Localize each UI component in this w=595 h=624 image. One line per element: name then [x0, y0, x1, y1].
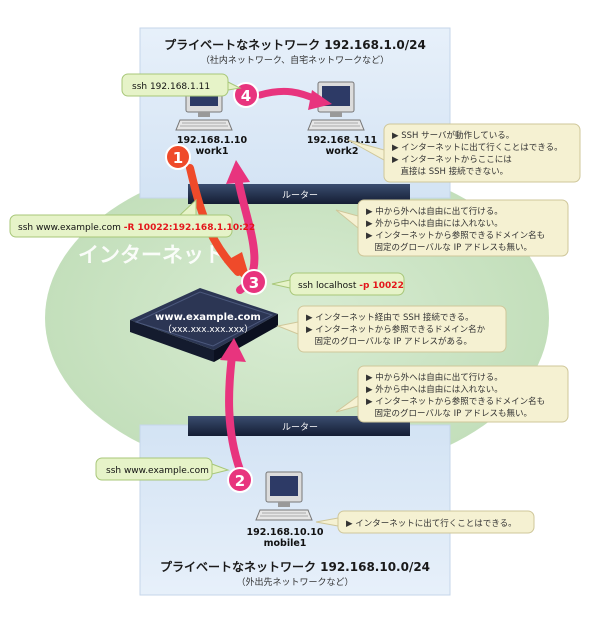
- work2-name: work2: [326, 146, 359, 157]
- cmd-ssh-tunnel-option: -R 10022:192.168.1.10:22: [124, 223, 255, 233]
- note-router-top-line-3: ▶ インターネットから参照できるドメイン名も: [366, 230, 545, 241]
- step-2-badge: 2: [227, 467, 253, 493]
- router-top-label: ルーター: [282, 190, 318, 201]
- note-work2-line-4: 直接は SSH 接続できない。: [392, 166, 508, 177]
- note-router-bottom-line-3: ▶ インターネットから参照できるドメイン名も: [366, 396, 545, 407]
- note-router-bottom: ▶ 中から外へは自由に出て行ける。 ▶ 外から中へは自由には入れない。 ▶ イン…: [335, 365, 569, 423]
- step4-arrow: [256, 87, 332, 110]
- note-work2-line-3: ▶ インターネットからここには: [392, 155, 512, 165]
- bottom-network-title: プライベートなネットワーク 192.168.10.0/24: [160, 559, 430, 574]
- mobile1-ip: 192.168.10.10: [247, 527, 324, 538]
- note-work2-line-1: ▶ SSH サーバが動作している。: [392, 130, 514, 141]
- step-3-label: 3: [249, 274, 259, 292]
- cmd-ssh-mobile: ssh www.example.com: [106, 466, 209, 476]
- svg-text:▶ SSH サーバが動作している。 ▶ インター: ▶ SSH サーバが動作している。 ▶ インターネットに出て行くことはできる。 …: [392, 130, 565, 177]
- note-server-line-3: 固定のグローバルな IP アドレスがある。: [306, 336, 472, 347]
- work2-ip: 192.168.1.11: [307, 135, 377, 146]
- computer-mobile1-icon: [255, 471, 313, 521]
- top-network-title: プライベートなネットワーク 192.168.1.0/24: [164, 37, 426, 52]
- cmd-ssh-tunnel-bubble: ssh www.example.com -R 10022:192.168.1.1…: [9, 198, 255, 238]
- cmd-ssh-local-prefix: ssh localhost: [298, 281, 359, 291]
- note-router-top: ▶ 中から外へは自由に出て行ける。 ▶ 外から中へは自由には入れない。 ▶ イン…: [335, 199, 569, 257]
- router-bottom: ルーター: [188, 416, 410, 436]
- top-network-subtitle: （社内ネットワーク、自宅ネットワークなど）: [201, 54, 389, 66]
- step-1-badge: 1: [165, 144, 191, 170]
- note-mobile: ▶ インターネットに出て行くことはできる。: [315, 510, 535, 534]
- step-4-badge: 4: [233, 82, 259, 108]
- cmd-ssh-tunnel-text: ssh www.example.com -R 10022:192.168.1.1…: [18, 223, 255, 233]
- bottom-network-subtitle: （外出先ネットワークなど）: [236, 576, 353, 588]
- svg-text:▶ 中から外へは自由に出て行ける。 ▶ 外から中: ▶ 中から外へは自由に出て行ける。 ▶ 外から中へは自由には入れない。 ▶ イン…: [366, 372, 548, 419]
- internet-label: インターネット: [78, 243, 225, 267]
- note-router-bottom-line-1: ▶ 中から外へは自由に出て行ける。: [366, 372, 503, 383]
- note-router-bottom-line-4: 固定のグローバルな IP アドレスも無い。: [366, 408, 532, 419]
- note-mobile-line-1: ▶ インターネットに出て行くことはできる。: [346, 518, 517, 529]
- work1-ip: 192.168.1.10: [177, 135, 248, 146]
- cmd-ssh-work2: ssh 192.168.1.11: [132, 82, 210, 92]
- step-1-label: 1: [173, 149, 183, 167]
- note-server: ▶ インターネット経由で SSH 接続できる。 ▶ インターネットから参照できる…: [276, 305, 507, 353]
- note-router-top-line-4: 固定のグローバルな IP アドレスも無い。: [366, 242, 532, 253]
- note-work2-line-2: ▶ インターネットに出て行くことはできる。: [392, 142, 563, 153]
- step2-arrow: [220, 338, 246, 474]
- note-router-bottom-line-2: ▶ 外から中へは自由には入れない。: [366, 384, 503, 395]
- server-name: www.example.com: [155, 312, 261, 323]
- mobile1-name: mobile1: [264, 538, 307, 549]
- svg-text:▶ インターネット経由で SSH 接続できる。: ▶ インターネット経由で SSH 接続できる。 ▶ インターネットから参照できる…: [306, 312, 488, 347]
- note-router-top-line-2: ▶ 外から中へは自由には入れない。: [366, 218, 503, 229]
- step-2-label: 2: [235, 472, 245, 490]
- work1-name: work1: [196, 146, 229, 157]
- note-server-line-1: ▶ インターネット経由で SSH 接続できる。: [306, 312, 474, 323]
- cmd-ssh-local-text: ssh localhost -p 10022: [298, 281, 404, 291]
- cmd-ssh-tunnel-prefix: ssh www.example.com: [18, 223, 124, 233]
- cmd-ssh-mobile-bubble: ssh www.example.com: [95, 457, 230, 481]
- step-3-badge: 3: [241, 269, 267, 295]
- note-work2: ▶ SSH サーバが動作している。 ▶ インターネットに出て行くことはできる。 …: [347, 123, 581, 183]
- router-bottom-label: ルーター: [282, 422, 318, 433]
- note-router-top-line-1: ▶ 中から外へは自由に出て行ける。: [366, 206, 503, 217]
- note-server-line-2: ▶ インターネットから参照できるドメイン名か: [306, 324, 486, 335]
- step-4-label: 4: [241, 87, 251, 105]
- cmd-ssh-local-bubble: ssh localhost -p 10022: [271, 272, 405, 296]
- cmd-ssh-local-option: -p 10022: [359, 281, 404, 291]
- server-ip: （xxx.xxx.xxx.xxx）: [163, 324, 254, 335]
- cmd-ssh-work2-bubble: ssh 192.168.1.11: [121, 73, 242, 97]
- svg-text:▶ 中から外へは自由に出て行ける。 ▶ 外から中: ▶ 中から外へは自由に出て行ける。 ▶ 外から中へは自由には入れない。 ▶ イン…: [366, 206, 548, 253]
